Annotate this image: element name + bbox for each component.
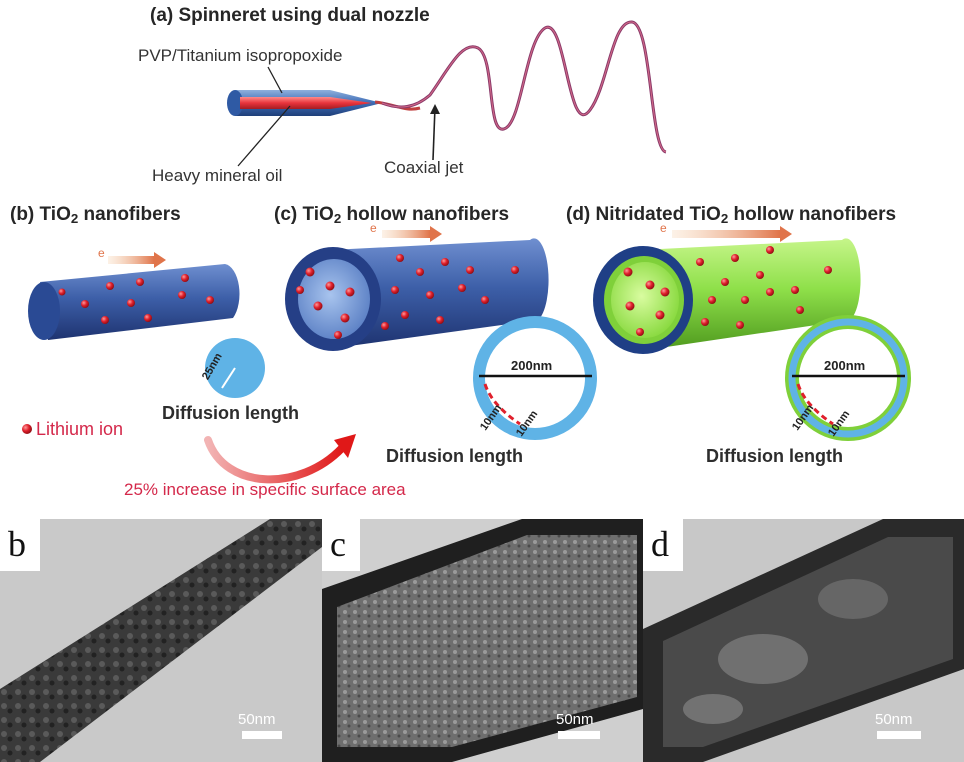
panel-a-title: (a) Spinneret using dual nozzle	[150, 5, 430, 26]
lithium-ion-label: Lithium ion	[36, 419, 124, 439]
lithium-legend-marker	[22, 424, 32, 434]
tem-panel-d: d 50nm	[643, 519, 964, 762]
nitridated-cross-section	[785, 315, 911, 441]
dual-nozzle	[227, 90, 421, 116]
tem-label-b: b	[0, 519, 40, 571]
surface-area-arrow	[204, 434, 356, 484]
diffusion-length-c: Diffusion length	[386, 446, 523, 466]
oil-pointer	[237, 105, 291, 167]
scalebar-b	[242, 731, 282, 739]
nitridated-hollow-nanofiber	[593, 238, 861, 354]
hollow-nanofiber	[285, 238, 549, 351]
diffusion-length-b: Diffusion length	[162, 403, 299, 423]
pvp-label: PVP/Titanium isopropoxide	[138, 46, 343, 65]
tem-label-d: d	[643, 519, 683, 571]
scalebar-c	[558, 731, 600, 739]
tem-panel-c: c 50nm	[322, 519, 643, 762]
scale-text-b: 50nm	[238, 711, 276, 728]
hollow-cross-section	[473, 316, 597, 440]
tem-panel-b: b 50nm	[0, 519, 322, 762]
electron-label-d: e	[660, 221, 667, 235]
electron-label-c: e	[370, 221, 377, 235]
panel-c-title: (c) TiO2 hollow nanofibers	[274, 204, 510, 226]
surface-area-label: 25% increase in specific surface area	[124, 480, 406, 499]
scale-text-d: 50nm	[875, 711, 913, 728]
panel-d-title: (d) Nitridated TiO2 hollow nanofibers	[566, 204, 897, 226]
electron-label-b: e	[98, 246, 105, 260]
scale-text-c: 50nm	[556, 711, 594, 728]
mineral-oil-label: Heavy mineral oil	[152, 166, 283, 185]
tem-label-c: c	[322, 519, 360, 571]
solid-cross-section	[205, 338, 265, 398]
diffusion-length-d: Diffusion length	[706, 446, 843, 466]
length-200nm-d: 200nm	[824, 358, 866, 373]
coaxial-jet-wave	[381, 20, 667, 154]
solid-nanofiber	[28, 264, 240, 340]
pvp-pointer	[267, 66, 283, 94]
jet-pointer	[432, 106, 436, 161]
length-200nm-c: 200nm	[511, 358, 553, 373]
coaxial-jet-label: Coaxial jet	[384, 158, 464, 177]
scalebar-d	[877, 731, 921, 739]
panel-b-title: (b) TiO2 nanofibers	[10, 204, 181, 226]
